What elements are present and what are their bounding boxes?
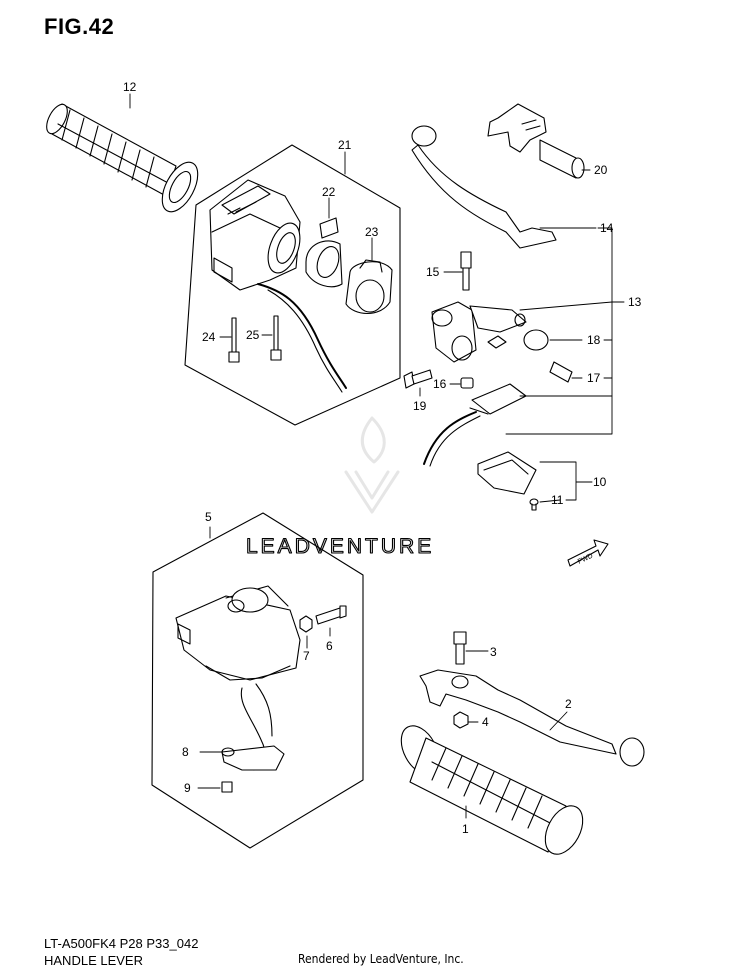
callout-19: 19 <box>413 399 427 413</box>
callout-25: 25 <box>246 328 260 342</box>
callout-20: 20 <box>594 163 608 177</box>
screw-25 <box>270 315 282 361</box>
callout-8: 8 <box>182 745 189 759</box>
watermark-text: LEADVENTURE <box>246 535 434 558</box>
callout-7: 7 <box>303 649 310 663</box>
bolt-15 <box>460 251 472 291</box>
nut-7 <box>299 615 313 633</box>
nut-4 <box>453 711 469 729</box>
nut-16 <box>460 377 474 389</box>
fwd-arrow-icon: FWD <box>567 539 609 567</box>
callout-17: 17 <box>587 371 601 385</box>
callout-12: 12 <box>123 80 137 94</box>
callout-6: 6 <box>326 639 333 653</box>
callout-3: 3 <box>490 645 497 659</box>
callout-9: 9 <box>184 781 191 795</box>
bolt-3 <box>453 631 467 665</box>
clutch-lever-part <box>411 125 557 249</box>
render-credit: Rendered by LeadVenture, Inc. <box>298 952 464 966</box>
screw-24 <box>228 317 240 363</box>
throttle-assembly-box <box>151 512 364 849</box>
callout-18: 18 <box>587 333 601 347</box>
callout-labels: 1 2 3 4 5 6 7 8 9 10 11 12 13 14 15 16 1… <box>123 80 642 836</box>
callout-2: 2 <box>565 697 572 711</box>
clutch-holder-part <box>431 301 527 363</box>
handlebar-switch-part <box>209 179 347 393</box>
part-18 <box>523 329 549 351</box>
callout-15: 15 <box>426 265 440 279</box>
callout-1: 1 <box>462 822 469 836</box>
part-20 <box>487 103 585 179</box>
watermark-logo <box>344 416 400 514</box>
callout-21: 21 <box>338 138 352 152</box>
callout-24: 24 <box>202 330 216 344</box>
callout-11: 11 <box>551 493 564 507</box>
switch-assembly-box <box>184 144 401 426</box>
bolt-19 <box>403 369 433 389</box>
callout-22: 22 <box>322 185 336 199</box>
screw-11 <box>529 498 539 511</box>
screw-9 <box>221 781 233 793</box>
part-17 <box>549 361 573 383</box>
throttle-housing-part <box>175 585 301 771</box>
leader-lines <box>129 93 625 819</box>
callout-16: 16 <box>433 377 447 391</box>
switch-piece-23 <box>345 259 393 315</box>
screw-6 <box>315 605 347 625</box>
callout-23: 23 <box>365 225 379 239</box>
callout-10: 10 <box>593 475 607 489</box>
figure-title: FIG.42 <box>44 14 115 39</box>
right-grip-part <box>400 725 584 855</box>
callout-5: 5 <box>205 510 212 524</box>
callout-14: 14 <box>600 221 614 235</box>
figure-caption: HANDLE LEVER <box>44 953 143 968</box>
left-grip-part <box>46 103 199 213</box>
switch-10 <box>477 451 537 495</box>
switch-piece-22 <box>305 217 343 288</box>
brake-lever-part <box>419 669 645 767</box>
callout-4: 4 <box>482 715 489 729</box>
callout-13: 13 <box>628 295 642 309</box>
model-code: LT-A500FK4 P28 P33_042 <box>44 936 199 951</box>
